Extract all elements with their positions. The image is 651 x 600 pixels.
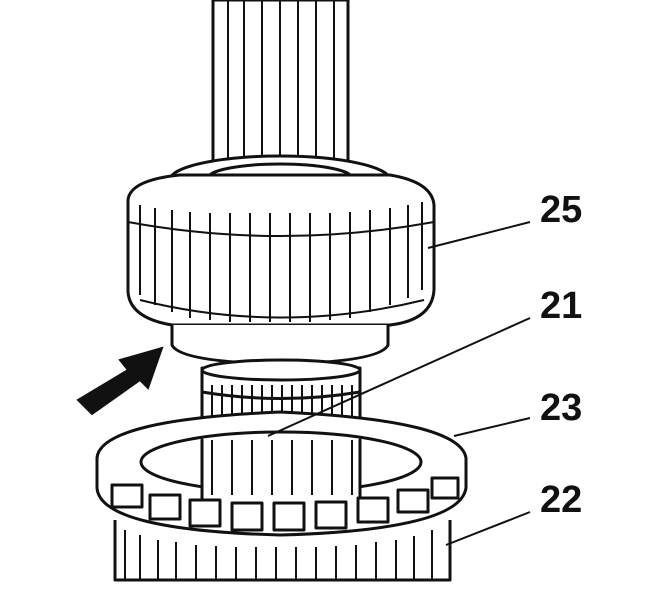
gear-22 bbox=[113, 520, 452, 582]
callout-25: 25 bbox=[540, 189, 582, 231]
direction-arrow-icon bbox=[76, 346, 164, 416]
gear-25 bbox=[126, 173, 436, 327]
callout-21: 21 bbox=[540, 285, 582, 327]
gear-hub bbox=[170, 325, 390, 366]
synchronizer-ring-23 bbox=[95, 410, 468, 537]
callout-23: 23 bbox=[540, 387, 582, 429]
callout-22: 22 bbox=[540, 479, 582, 521]
leader-lines bbox=[267, 221, 531, 546]
